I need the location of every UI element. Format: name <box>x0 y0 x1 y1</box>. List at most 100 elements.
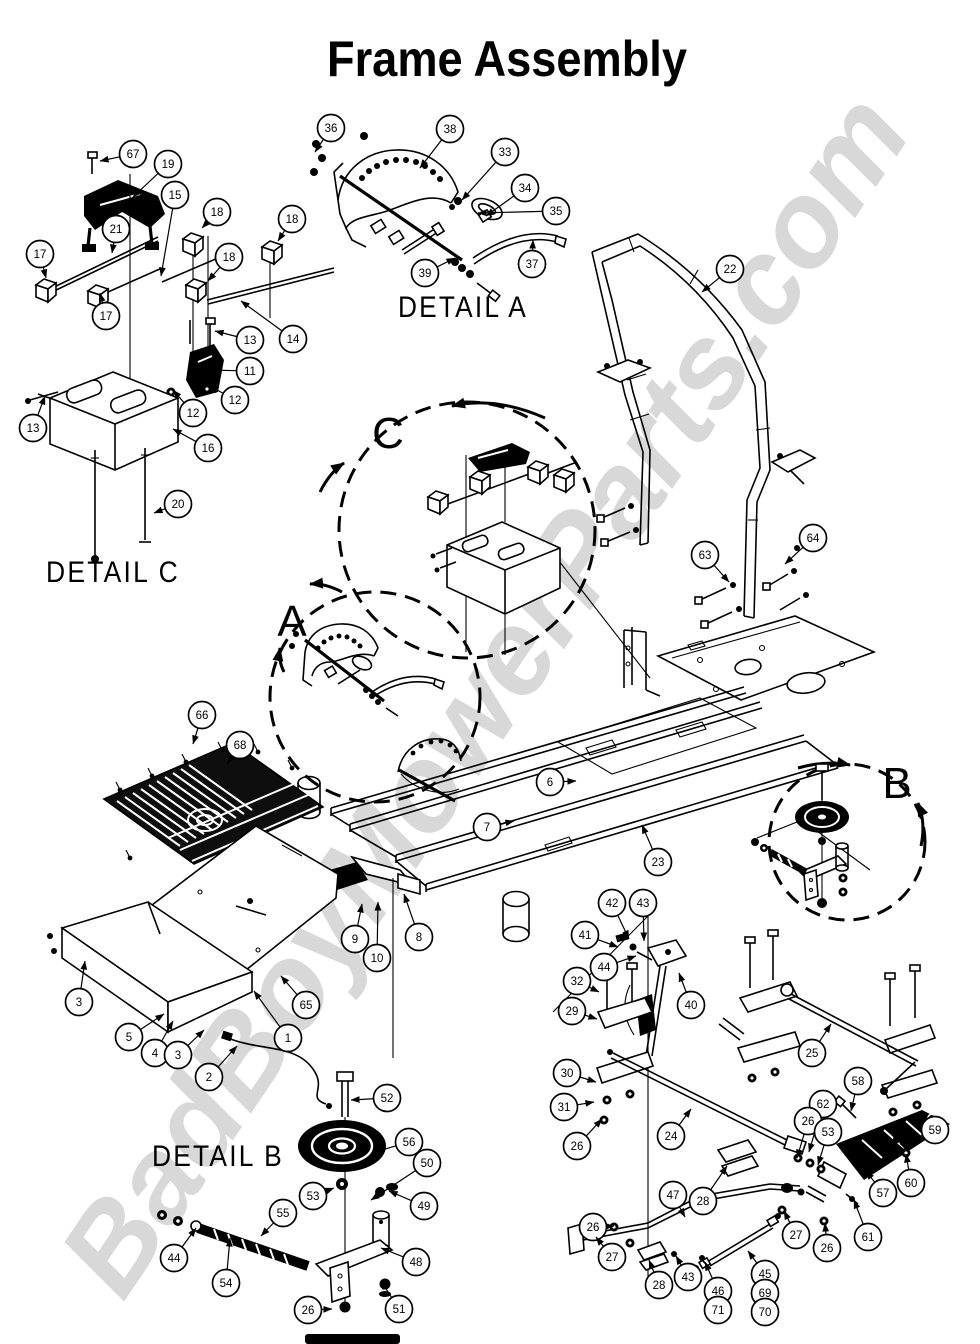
zoom-circle-a: A <box>268 577 482 804</box>
callout-27: 27 <box>781 1210 811 1250</box>
hole-arc-dots <box>359 157 443 182</box>
svg-text:36: 36 <box>325 123 338 135</box>
svg-text:15: 15 <box>169 190 182 202</box>
svg-text:71: 71 <box>712 1305 725 1317</box>
svg-text:26: 26 <box>587 1222 600 1234</box>
fender-panel <box>47 898 267 1034</box>
pedal-pivot <box>615 932 688 1057</box>
callout-64: 64 <box>784 523 828 565</box>
callout-31: 31 <box>549 1092 595 1122</box>
callout-49: 49 <box>388 1190 439 1221</box>
rops-mount-post <box>623 627 661 697</box>
callout-43: 43 <box>673 1255 703 1292</box>
svg-text:51: 51 <box>393 1304 406 1316</box>
svg-text:18: 18 <box>211 207 224 219</box>
idler-pulley <box>298 1120 386 1172</box>
callout-48: 48 <box>380 1247 431 1277</box>
callout-19: 19 <box>132 149 183 198</box>
linkage-illustration <box>567 929 950 1271</box>
floor-group-illustration <box>47 741 339 1109</box>
detail-b-label: DETAIL B <box>152 1140 284 1173</box>
svg-text:11: 11 <box>244 366 256 378</box>
callout-56: 56 <box>374 1127 424 1157</box>
callout-66: 66 <box>187 700 217 745</box>
callout-6: 6 <box>535 767 577 797</box>
svg-text:25: 25 <box>806 1048 819 1060</box>
fender-cable <box>221 1030 332 1109</box>
frame-illustration <box>297 615 877 943</box>
svg-text:40: 40 <box>685 1000 698 1012</box>
callout-18: 18 <box>277 204 307 242</box>
svg-text:48: 48 <box>410 1257 423 1269</box>
callout-32: 32 <box>562 966 600 996</box>
callout-7: 7 <box>472 812 515 842</box>
svg-text:52: 52 <box>381 1093 394 1105</box>
callout-34: 34 <box>485 173 540 217</box>
svg-text:44: 44 <box>168 1253 181 1265</box>
svg-text:17: 17 <box>100 311 113 323</box>
svg-text:18: 18 <box>286 214 299 226</box>
callout-38: 38 <box>419 114 465 169</box>
callout-20: 20 <box>153 489 193 519</box>
callout-41: 41 <box>570 920 619 950</box>
svg-text:5: 5 <box>126 1032 132 1044</box>
callout-43: 43 <box>628 888 658 942</box>
svg-text:13: 13 <box>27 423 40 435</box>
mini-b-assembly <box>751 763 849 908</box>
svg-text:30: 30 <box>561 1068 574 1080</box>
callout-10: 10 <box>362 901 392 973</box>
svg-text:55: 55 <box>277 1208 290 1220</box>
callout-70: 70 <box>750 1297 780 1327</box>
svg-text:46: 46 <box>712 1286 725 1298</box>
callout-3: 3 <box>163 1029 205 1070</box>
svg-text:60: 60 <box>905 1178 918 1190</box>
svg-text:19: 19 <box>162 159 175 171</box>
callout-28: 28 <box>688 1165 728 1216</box>
callout-36: 36 <box>314 113 346 153</box>
svg-text:43: 43 <box>637 898 650 910</box>
battery-rods <box>91 448 151 563</box>
callout-25: 25 <box>797 1023 832 1068</box>
svg-text:7: 7 <box>484 822 490 834</box>
svg-text:32: 32 <box>571 976 584 988</box>
callout-1: 1 <box>253 990 303 1053</box>
zoom-letter-a: A <box>277 597 307 646</box>
clamp-28-right <box>716 1139 859 1226</box>
svg-text:3: 3 <box>175 1050 181 1062</box>
svg-text:26: 26 <box>571 1141 584 1153</box>
svg-text:1: 1 <box>285 1033 291 1045</box>
battery-box <box>49 371 179 471</box>
callout-53: 53 <box>298 1181 335 1211</box>
callout-35: 35 <box>477 196 571 226</box>
svg-text:59: 59 <box>929 1125 942 1137</box>
mini-a-assembly <box>289 623 445 717</box>
svg-text:4: 4 <box>152 1048 159 1060</box>
svg-text:35: 35 <box>550 206 563 218</box>
svg-text:42: 42 <box>606 898 619 910</box>
callout-42: 42 <box>597 888 630 940</box>
callout-24: 24 <box>656 1108 692 1151</box>
callout-9: 9 <box>340 903 370 954</box>
svg-text:68: 68 <box>234 740 247 752</box>
callout-44: 44 <box>589 952 637 982</box>
mini-c-assembly <box>427 443 578 655</box>
svg-text:64: 64 <box>807 533 820 545</box>
callout-51: 51 <box>380 1280 414 1324</box>
callout-15: 15 <box>159 180 190 277</box>
svg-text:23: 23 <box>652 857 665 869</box>
zoom-letter-c: C <box>372 409 404 458</box>
svg-text:56: 56 <box>403 1137 416 1149</box>
zoom-letter-b: B <box>882 759 911 808</box>
callout-47: 47 <box>658 1180 688 1218</box>
rops-mount-bolts <box>694 545 809 629</box>
zoom-circle-c: C <box>318 397 597 660</box>
callout-18: 18 <box>201 197 232 229</box>
svg-text:2: 2 <box>206 1072 212 1084</box>
callout-50: 50 <box>370 1148 442 1201</box>
svg-text:27: 27 <box>790 1230 803 1242</box>
callout-44: 44 <box>159 1227 197 1273</box>
callout-63: 63 <box>690 540 730 583</box>
callout-28: 28 <box>644 1259 674 1300</box>
